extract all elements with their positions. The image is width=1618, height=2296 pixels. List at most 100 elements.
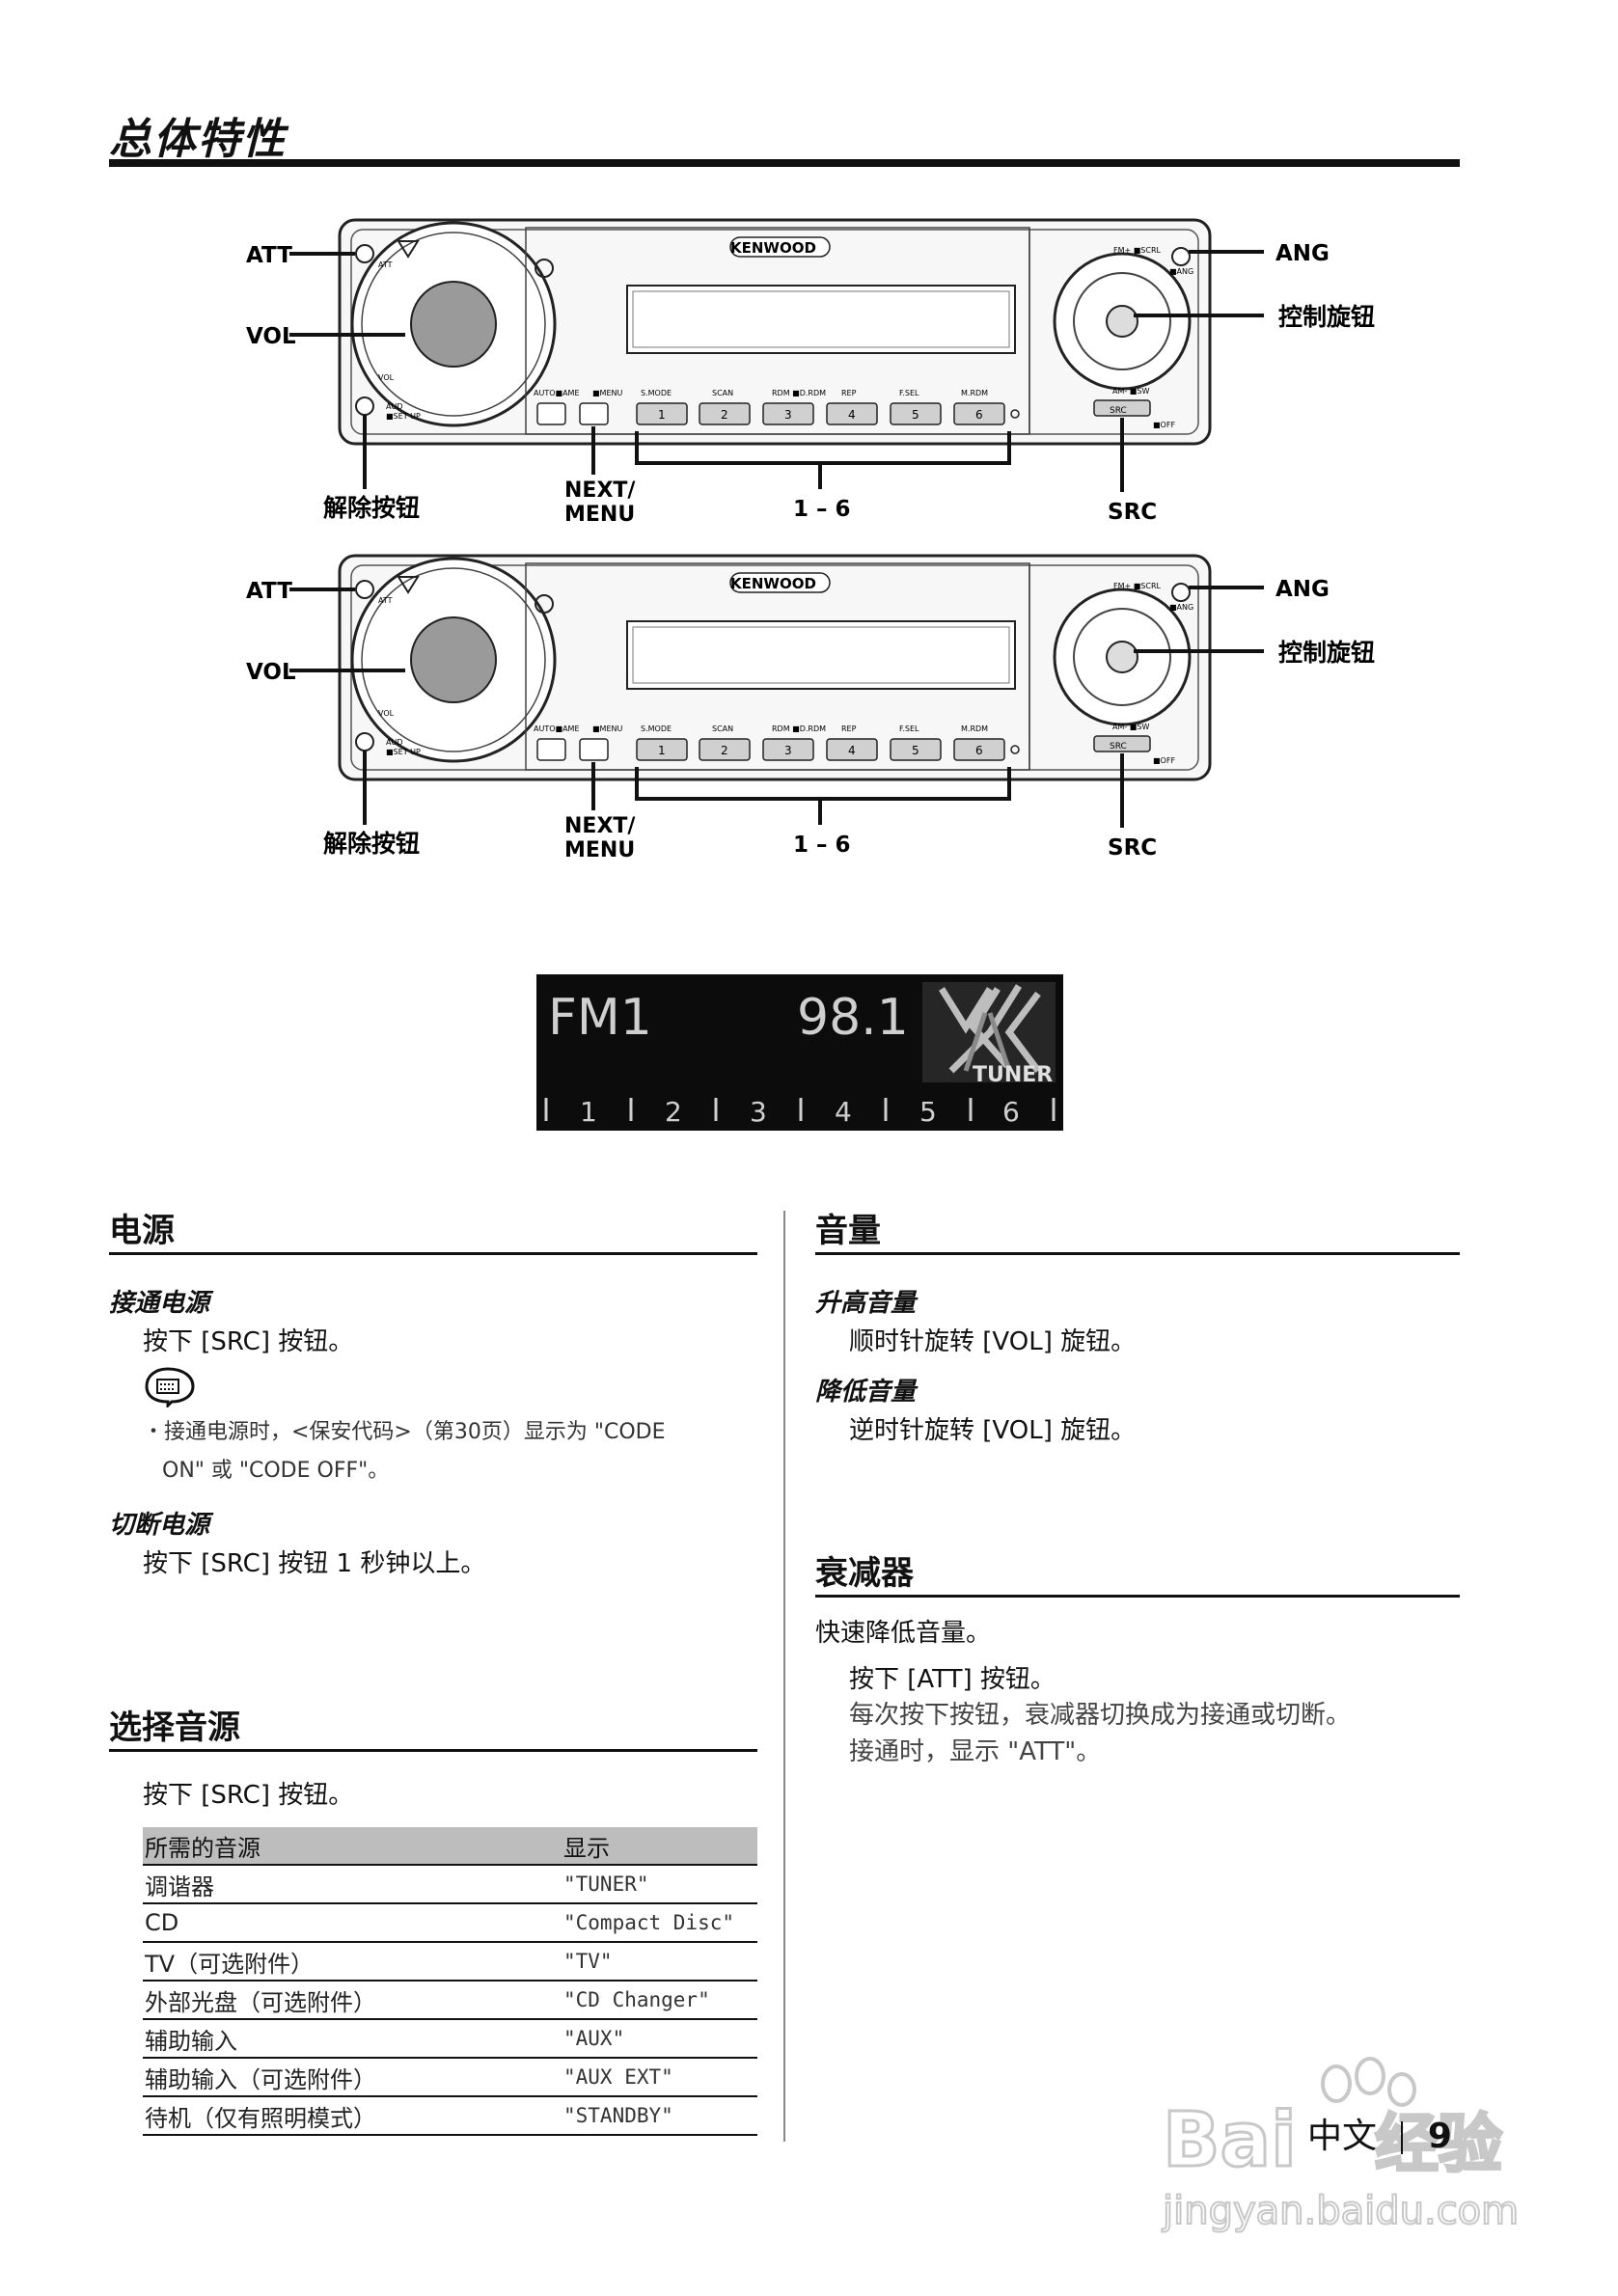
svg-text:F.SEL: F.SEL bbox=[899, 724, 919, 733]
svg-text:6: 6 bbox=[975, 744, 983, 757]
table-cell: 待机（仅有照明模式） bbox=[143, 2096, 562, 2136]
table-cell: 辅助输入 bbox=[143, 2019, 562, 2059]
svg-text:FM+ ■SCRL: FM+ ■SCRL bbox=[1113, 582, 1162, 590]
tuner-graphic-icon bbox=[922, 982, 1056, 1082]
svg-text:■SET UP: ■SET UP bbox=[386, 412, 421, 421]
volume-down-title: 降低音量 bbox=[815, 1378, 917, 1407]
svg-text:SCAN: SCAN bbox=[712, 724, 733, 733]
table-cell: 辅助输入（可选附件） bbox=[143, 2058, 562, 2097]
label-att: ATT bbox=[246, 243, 292, 268]
lcd-frequency: 98.1 bbox=[797, 989, 909, 1047]
page-number: 中文 9 bbox=[1307, 2117, 1452, 2156]
svg-text:jingyan.baidu.com: jingyan.baidu.com bbox=[1162, 2189, 1519, 2233]
svg-text:ATT: ATT bbox=[378, 260, 393, 269]
table-header: 所需的音源 bbox=[143, 1827, 562, 1866]
table-cell: "AUX" bbox=[562, 2019, 757, 2059]
svg-text:SRC: SRC bbox=[1110, 742, 1127, 752]
svg-text:VOL: VOL bbox=[378, 709, 395, 718]
power-on-title: 接通电源 bbox=[109, 1289, 210, 1318]
svg-text:■MENU: ■MENU bbox=[592, 724, 623, 733]
section-rule bbox=[815, 1595, 1460, 1598]
svg-text:4: 4 bbox=[848, 744, 856, 757]
table-row: 辅助输入（可选附件） "AUX EXT" bbox=[143, 2058, 757, 2097]
volume-down-step: 逆时针旋转 [VOL] 旋钮。 bbox=[849, 1416, 1137, 1445]
power-note-line1: ・接通电源时，<保安代码>（第30页）显示为 "CODE bbox=[143, 1420, 666, 1444]
table-header-row: 所需的音源 显示 bbox=[143, 1827, 757, 1866]
svg-text:AUTO■AME: AUTO■AME bbox=[534, 724, 580, 733]
svg-text:3: 3 bbox=[784, 744, 792, 757]
svg-text:3: 3 bbox=[750, 1096, 767, 1128]
svg-text:ATT: ATT bbox=[378, 596, 393, 605]
svg-text:4: 4 bbox=[835, 1096, 852, 1128]
svg-text:S.MODE: S.MODE bbox=[641, 724, 672, 733]
svg-text:5: 5 bbox=[919, 1096, 937, 1128]
svg-text:5: 5 bbox=[912, 744, 919, 757]
svg-text:■OFF: ■OFF bbox=[1153, 756, 1175, 765]
table-row: 外部光盘（可选附件） "CD Changer" bbox=[143, 1981, 757, 2020]
svg-text:MENU: MENU bbox=[564, 838, 635, 862]
table-cell: "STANDBY" bbox=[562, 2096, 757, 2136]
page-number-divider bbox=[1401, 2121, 1404, 2154]
table-row: CD "Compact Disc" bbox=[143, 1903, 757, 1943]
table-row: TV（可选附件） "TV" bbox=[143, 1942, 757, 1982]
svg-text:3: 3 bbox=[784, 408, 792, 422]
svg-text:1: 1 bbox=[580, 1096, 597, 1128]
baidu-watermark-logo: Bai 经验 jingyan.baidu.com bbox=[1161, 2057, 1520, 2234]
radio-diagrams: KENWOOD ATT VOL AUD ■SET UP AUTO■AME ■ME… bbox=[246, 218, 1375, 862]
svg-text:6: 6 bbox=[975, 408, 983, 422]
table-cell: CD bbox=[143, 1903, 562, 1943]
column-divider bbox=[783, 1211, 785, 2142]
svg-text:2: 2 bbox=[721, 408, 728, 422]
section-title-volume: 音量 bbox=[815, 1212, 881, 1250]
table-row: 待机（仅有照明模式） "STANDBY" bbox=[143, 2096, 757, 2136]
svg-text:4: 4 bbox=[848, 408, 856, 422]
table-cell: 调谐器 bbox=[143, 1865, 562, 1904]
svg-text:2: 2 bbox=[665, 1096, 682, 1128]
svg-text:■MENU: ■MENU bbox=[592, 389, 623, 397]
attenuator-intro: 快速降低音量。 bbox=[815, 1619, 992, 1648]
table-cell: "TV" bbox=[562, 1942, 757, 1982]
svg-text:1 – 6: 1 – 6 bbox=[793, 833, 851, 858]
svg-text:AUD: AUD bbox=[386, 402, 403, 411]
svg-text:NEXT/: NEXT/ bbox=[564, 814, 636, 838]
lcd-preset-bar: 1 2 3 4 5 6 bbox=[544, 1096, 1056, 1128]
label-src: SRC bbox=[1108, 500, 1157, 525]
table-cell: TV（可选附件） bbox=[143, 1942, 562, 1982]
svg-text:1: 1 bbox=[658, 408, 666, 422]
power-off-step: 按下 [SRC] 按钮 1 秒钟以上。 bbox=[143, 1549, 486, 1578]
lcd-band: FM1 bbox=[548, 989, 652, 1047]
svg-text:解除按钮: 解除按钮 bbox=[323, 830, 420, 858]
svg-text:REP: REP bbox=[841, 724, 857, 733]
table-row: 调谐器 "TUNER" bbox=[143, 1865, 757, 1904]
svg-text:M.RDM: M.RDM bbox=[961, 389, 988, 397]
svg-text:■ANG: ■ANG bbox=[1169, 603, 1193, 612]
label-ang: ANG bbox=[1275, 241, 1330, 266]
attenuator-desc1: 每次按下按钮，衰减器切换成为接通或切断。 bbox=[849, 1701, 1352, 1730]
label-vol: VOL bbox=[246, 324, 296, 349]
svg-text:AUTO■AME: AUTO■AME bbox=[534, 389, 580, 397]
radio-unit-top: KENWOOD ATT VOL AUD ■SET UP AUTO■AME ■ME… bbox=[246, 218, 1375, 527]
svg-text:ATT: ATT bbox=[246, 579, 292, 604]
source-table: 所需的音源 显示 调谐器 "TUNER" CD "Compact Disc" T… bbox=[143, 1827, 757, 2136]
svg-text:6: 6 bbox=[1002, 1096, 1020, 1128]
table-cell: "AUX EXT" bbox=[562, 2058, 757, 2097]
svg-text:AM- ■SW: AM- ■SW bbox=[1112, 723, 1149, 731]
label-presets: 1 – 6 bbox=[793, 497, 851, 522]
svg-text:■OFF: ■OFF bbox=[1153, 421, 1175, 429]
svg-text:■ANG: ■ANG bbox=[1169, 267, 1193, 276]
svg-text:S.MODE: S.MODE bbox=[641, 389, 672, 397]
volume-up-step: 顺时针旋转 [VOL] 旋钮。 bbox=[849, 1327, 1137, 1356]
label-control-knob: 控制旋钮 bbox=[1278, 303, 1375, 331]
brand-logo: KENWOOD bbox=[730, 239, 816, 257]
svg-text:M.RDM: M.RDM bbox=[961, 724, 988, 733]
svg-text:AM- ■SW: AM- ■SW bbox=[1112, 387, 1149, 396]
source-step: 按下 [SRC] 按钮。 bbox=[143, 1781, 354, 1810]
svg-text:VOL: VOL bbox=[378, 373, 395, 382]
section-rule bbox=[109, 1749, 757, 1752]
attenuator-desc2: 接通时，显示 "ATT"。 bbox=[849, 1737, 1102, 1766]
svg-text:AUD: AUD bbox=[386, 738, 403, 747]
svg-text:ANG: ANG bbox=[1275, 577, 1330, 602]
radio-unit-bottom: KENWOOD ATT VOL AUD ■SET UP AUTO■AME ■ME… bbox=[246, 554, 1375, 862]
note-icon bbox=[145, 1367, 195, 1408]
svg-text:VOL: VOL bbox=[246, 660, 296, 685]
